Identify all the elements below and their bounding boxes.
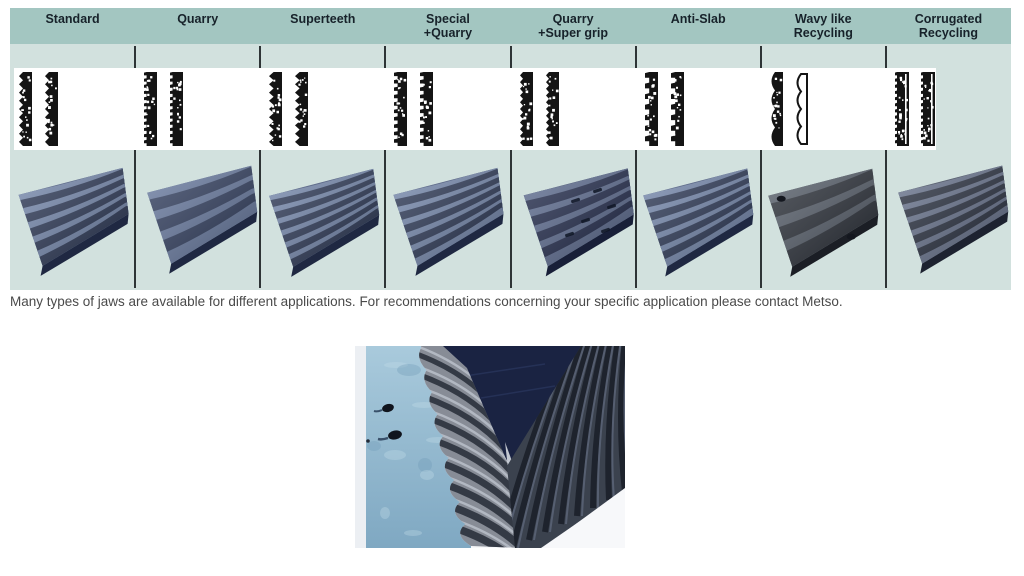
jaw-profile-drawing bbox=[771, 72, 808, 146]
column-header-anti-slab: Anti-Slab bbox=[670, 12, 726, 26]
column-divider bbox=[134, 46, 137, 288]
column-header-superteeth: Superteeth bbox=[290, 12, 356, 26]
jaw-plate-photo bbox=[523, 168, 634, 277]
table-column bbox=[135, 44, 260, 290]
jaw-profile-drawing bbox=[394, 72, 434, 146]
jaw-plate-photo bbox=[269, 168, 380, 277]
column-header-quarry: Quarry bbox=[177, 12, 219, 26]
jaw-profile-drawing bbox=[644, 72, 684, 146]
table-column bbox=[260, 44, 385, 290]
crusher-jaws-closeup-photo bbox=[355, 346, 625, 548]
table-column bbox=[761, 44, 886, 290]
column-divider bbox=[259, 46, 262, 288]
column-header-corrugated-recycling: Corrugated Recycling bbox=[914, 12, 983, 40]
table-column bbox=[886, 44, 1011, 290]
column-header-wavy-like-recycling: Wavy like Recycling bbox=[793, 12, 853, 40]
jaw-plate-photo bbox=[147, 165, 258, 274]
jaw-profile-drawing bbox=[19, 72, 58, 146]
column-header-standard: Standard bbox=[45, 12, 100, 26]
column-header-quarry-super-grip: Quarry +Super grip bbox=[538, 12, 608, 40]
column-divider bbox=[634, 46, 637, 288]
jaw-plate-photo bbox=[767, 168, 878, 277]
jaw-plate-photo bbox=[18, 167, 129, 276]
jaw-profile-drawing bbox=[519, 72, 559, 146]
jaw-plate-photo bbox=[642, 168, 753, 277]
table-column bbox=[385, 44, 510, 290]
table-body bbox=[10, 44, 1011, 290]
jaw-plate-photo bbox=[393, 167, 504, 276]
table-column bbox=[511, 44, 636, 290]
table-column bbox=[10, 44, 135, 290]
column-header-special-quarry: Special +Quarry bbox=[423, 12, 473, 40]
table-header-row: Standard Quarry Superteeth Special +Quarry Q… bbox=[10, 8, 1011, 44]
jaw-profile-drawing bbox=[269, 72, 309, 146]
column-divider bbox=[884, 46, 887, 288]
jaw-profile-drawing bbox=[144, 72, 184, 146]
table-columns bbox=[10, 44, 1011, 290]
caption-text: Many types of jaws are available for dif… bbox=[10, 294, 843, 309]
table-column bbox=[636, 44, 761, 290]
jaw-types-table: Standard Quarry Superteeth Special +Quarry Q… bbox=[10, 8, 1011, 290]
jaw-profile-drawing bbox=[894, 72, 935, 146]
jaw-plate-photo bbox=[898, 165, 1009, 274]
column-divider bbox=[759, 46, 762, 288]
column-divider bbox=[384, 46, 387, 288]
column-divider bbox=[509, 46, 512, 288]
